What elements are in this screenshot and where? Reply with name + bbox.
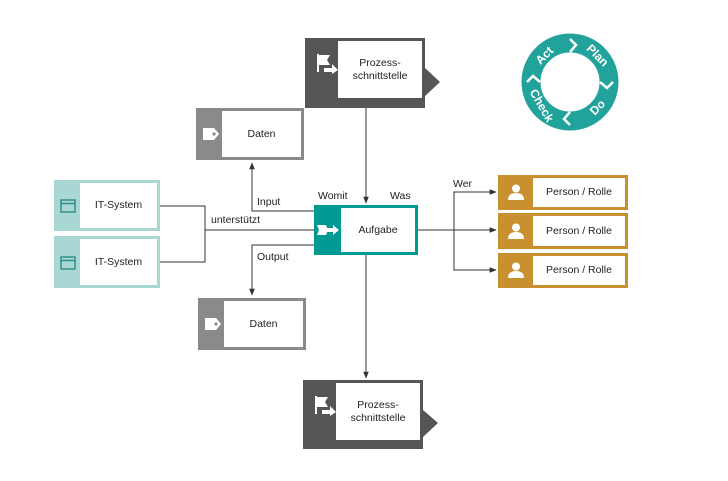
person-icon — [508, 223, 524, 239]
it-system-label-2: IT-System — [80, 239, 157, 285]
pdca-act: Act — [533, 44, 557, 68]
connector-input — [249, 162, 314, 212]
pdca-check: Check — [527, 86, 557, 124]
person-icon — [508, 262, 524, 278]
person-label-3: Person / Rolle — [533, 256, 625, 285]
wer-label: Wer — [453, 178, 473, 190]
input-label: Input — [257, 196, 281, 208]
connector-output — [249, 244, 314, 296]
task-arrow-icon — [317, 225, 339, 235]
pdca-do: Do — [587, 97, 608, 118]
data-tag-icon — [203, 128, 219, 140]
data-top-label: Daten — [222, 111, 301, 157]
pdca-ring — [521, 33, 619, 131]
connector-it-bracket — [160, 205, 206, 263]
process-interface-icon — [317, 54, 338, 74]
supports-label: unterstützt — [211, 214, 261, 226]
person-icon — [508, 184, 524, 200]
connectors — [160, 108, 497, 379]
it-system-label-1: IT-System — [80, 183, 157, 228]
process-interface-top-label: Prozess- schnittstelle — [338, 41, 422, 98]
pdca-plan: Plan — [584, 42, 612, 70]
person-label-2: Person / Rolle — [533, 216, 625, 246]
person-label-1: Person / Rolle — [533, 178, 625, 207]
window-icon — [60, 199, 76, 213]
output-label: Output — [257, 251, 289, 263]
task-label: Aufgabe — [341, 208, 415, 252]
was-label: Was — [390, 190, 411, 202]
window-icon — [60, 256, 76, 270]
data-bottom-label: Daten — [224, 301, 303, 347]
process-interface-bottom-label: Prozess- schnittstelle — [336, 383, 420, 440]
womit-label: Womit — [318, 190, 348, 202]
pdca-cycle — [521, 33, 619, 131]
process-interface-icon — [315, 396, 336, 416]
data-tag-icon — [205, 318, 221, 330]
